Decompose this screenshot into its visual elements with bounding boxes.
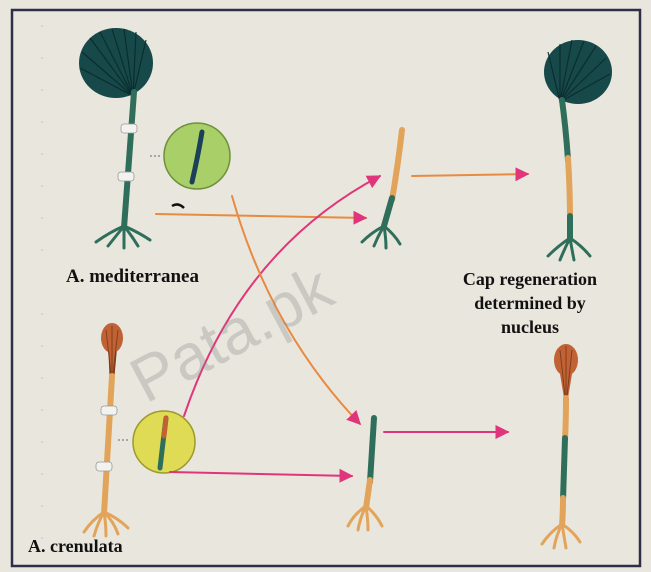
crenulata-rhizoid xyxy=(84,512,128,536)
crenulata-nucleus-segment xyxy=(118,411,195,473)
pen-mark xyxy=(172,204,184,208)
label-crenulata: A. crenulata xyxy=(28,536,123,557)
arrow-stalk-to-graft-top xyxy=(156,214,366,218)
label-cap-line-3: nucleus xyxy=(440,315,620,339)
label-cap-line-2: determined by xyxy=(440,291,620,315)
regenerated-crenulata xyxy=(542,344,580,548)
graft-top xyxy=(362,130,402,248)
cut-mark xyxy=(96,462,112,471)
arrow-stalk-to-graft-bottom xyxy=(170,472,352,476)
cut-mark xyxy=(101,406,117,415)
cut-mark xyxy=(118,172,134,181)
mediterranea-rhizoid xyxy=(96,226,150,248)
cut-mark xyxy=(121,124,137,133)
label-mediterranea: A. mediterranea xyxy=(66,266,199,288)
graft-bottom xyxy=(348,418,382,530)
regenerated-mediterranea xyxy=(544,40,612,260)
mediterranea-stalk xyxy=(124,92,134,228)
crenulata-stalk xyxy=(104,376,112,514)
mediterranea-alga xyxy=(79,28,153,248)
mediterranea-nucleus-segment xyxy=(150,123,230,189)
label-cap-regeneration: Cap regeneration determined by nucleus xyxy=(440,267,620,339)
label-cap-line-1: Cap regeneration xyxy=(440,267,620,291)
arrow-graft-top-to-regenerated xyxy=(412,174,528,176)
